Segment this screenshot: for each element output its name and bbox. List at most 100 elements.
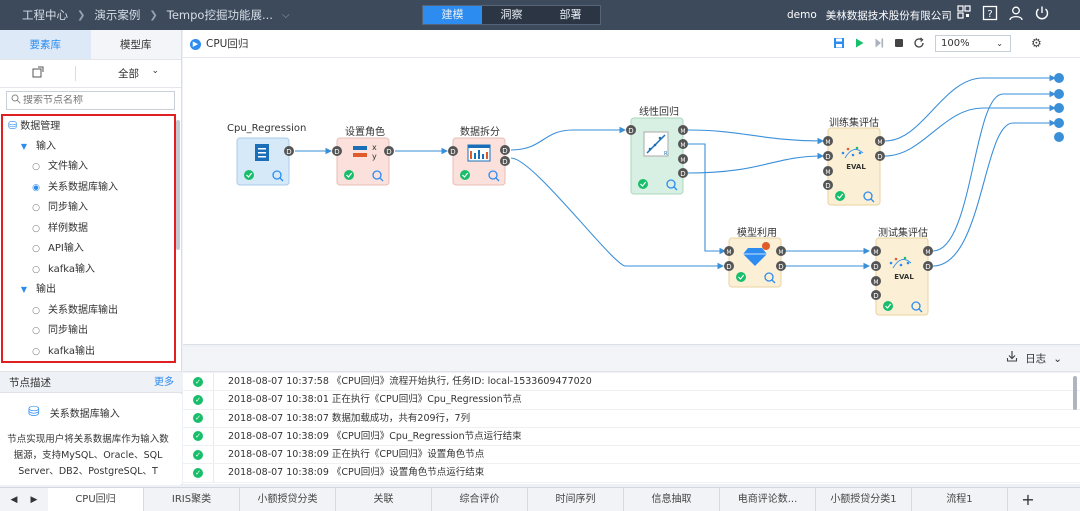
- user-icon[interactable]: [1006, 5, 1026, 25]
- flow-title: ▶ CPU回归: [190, 30, 248, 58]
- svg-text:y: y: [372, 152, 377, 161]
- svg-text:M: M: [877, 139, 882, 146]
- tree-item-kafka-input[interactable]: ○kafka输入: [3, 260, 174, 281]
- zoom-select[interactable]: 100% ⌄: [935, 35, 1011, 52]
- library-filter: 全部 ⌄: [0, 60, 181, 88]
- top-bar: 工程中心 ❯ 演示案例 ❯ Tempo挖掘功能展... ⌵ 建模 洞察 部署 d…: [0, 0, 1080, 30]
- node-label-train-set-eval: 训练集评估: [829, 118, 879, 129]
- svg-text:D: D: [825, 182, 830, 190]
- tree-item-kafka-output[interactable]: ○kafka输出: [3, 342, 174, 362]
- add-tab-plus-icon[interactable]: +: [1021, 490, 1035, 509]
- tree-item-rdb-input[interactable]: ◉关系数据库输入: [3, 178, 174, 199]
- mode-tab-modeling[interactable]: 建模: [423, 6, 482, 24]
- node-linear-regression[interactable]: R D M M M D: [626, 117, 688, 195]
- flow-tab-time-series[interactable]: 时间序列: [528, 488, 624, 511]
- import-icon[interactable]: [0, 66, 76, 81]
- node-train-set-eval[interactable]: EVAL M D M D M D: [823, 127, 885, 206]
- mode-tab-insight[interactable]: 洞察: [500, 8, 523, 21]
- chevron-down-icon[interactable]: ⌄: [1053, 353, 1062, 365]
- qrcode-icon[interactable]: [954, 5, 974, 25]
- svg-text:D: D: [334, 148, 339, 156]
- svg-text:EVAL: EVAL: [846, 163, 866, 171]
- success-check-icon: ✓: [183, 428, 213, 445]
- run-controls: [831, 36, 931, 52]
- tree-item-label: 同步输入: [48, 202, 88, 213]
- power-icon[interactable]: [1032, 5, 1052, 25]
- edge-regression-m-to-train-eval: [687, 129, 825, 145]
- tree-item-sync-input[interactable]: ○同步输入: [3, 198, 174, 219]
- tree-item-label: API输入: [48, 243, 84, 254]
- flow-tab-flow-1[interactable]: 流程1: [912, 488, 1008, 511]
- tab-model-library[interactable]: 模型库: [120, 39, 152, 51]
- library-tabs: 要素库 模型库: [0, 30, 181, 60]
- refresh-icon[interactable]: [911, 37, 927, 52]
- edge-split-to-regression: [510, 126, 627, 151]
- node-data-split[interactable]: D D D: [448, 137, 510, 186]
- radio-icon: ○: [32, 326, 40, 336]
- node-cpu-regression[interactable]: D: [236, 137, 294, 186]
- breadcrumb-item-demo-cases[interactable]: 演示案例: [94, 8, 141, 22]
- flow-tab-cpu-regression[interactable]: CPU回归: [48, 488, 144, 511]
- help-icon[interactable]: ?: [980, 5, 1000, 25]
- tree-item-label: 样例数据: [48, 222, 88, 234]
- tree-item-api-input[interactable]: ○API输入: [3, 239, 174, 260]
- download-icon[interactable]: [1006, 347, 1018, 372]
- node-label-test-set-eval: 测试集评估: [878, 228, 928, 239]
- chevron-right-icon: ❯: [77, 9, 86, 21]
- flow-tab-association[interactable]: 关联: [336, 488, 432, 511]
- top-icons: ?: [954, 5, 1058, 25]
- run-icon[interactable]: [851, 37, 867, 52]
- flow-tab-comprehensive-eval[interactable]: 综合评价: [432, 488, 528, 511]
- breadcrumb-item-project[interactable]: Tempo挖掘功能展...: [166, 8, 273, 22]
- edge-split-to-test-eval-d: [511, 160, 613, 266]
- success-check-icon: ✓: [183, 373, 213, 390]
- category-select[interactable]: 全部 ⌄: [76, 66, 181, 81]
- username[interactable]: demo: [787, 9, 817, 21]
- search-input[interactable]: [23, 95, 163, 106]
- chevron-right-icon: ❯: [149, 9, 158, 21]
- chevron-down-icon[interactable]: ⌵: [281, 9, 290, 21]
- tree-group-input[interactable]: ▼输入: [3, 137, 174, 158]
- node-label-set-role: 设置角色: [345, 127, 385, 138]
- flow-tab-iris-clustering[interactable]: IRIS聚类: [144, 488, 240, 511]
- log-row: ✓2018-08-07 10:38:09 正在执行《CPU回归》设置角色节点: [183, 446, 1080, 465]
- log-scrollbar[interactable]: [1073, 376, 1077, 410]
- settings-gear-icon[interactable]: ⚙: [1031, 36, 1042, 50]
- tree-item-file-input[interactable]: ○文件输入: [3, 157, 174, 178]
- node-model-apply[interactable]: M D M D: [724, 237, 786, 288]
- log-message: 2018-08-07 10:38:09 《CPU回归》Cpu_Regressio…: [213, 427, 522, 446]
- caret-left-icon[interactable]: ◀: [10, 494, 18, 505]
- svg-text:EVAL: EVAL: [894, 273, 914, 281]
- flow-icon: ▶: [190, 38, 201, 50]
- tree-group-output[interactable]: ▼输出: [3, 280, 174, 301]
- tree-item-sample-data[interactable]: ○样例数据: [3, 219, 174, 240]
- tree-scrollbar[interactable]: [176, 120, 180, 250]
- tree-root-data-management[interactable]: ⛁数据管理: [3, 116, 174, 137]
- node-test-set-eval[interactable]: EVAL M D M D M D: [871, 237, 933, 316]
- flow-tab-microloan-classification-1[interactable]: 小额授贷分类1: [816, 488, 912, 511]
- log-message: 2018-08-07 10:38:07 数据加载成功，共有209行，7列: [213, 409, 470, 427]
- node-search-box[interactable]: [6, 91, 175, 110]
- tab-element-library[interactable]: 要素库: [0, 30, 91, 59]
- flow-tab-microloan-classification[interactable]: 小额授贷分类: [240, 488, 336, 511]
- stop-icon[interactable]: [891, 37, 907, 52]
- node-set-role[interactable]: xy D D: [332, 137, 394, 186]
- log-message: 2018-08-07 10:38:01 正在执行《CPU回归》Cpu_Regre…: [213, 391, 522, 409]
- chevron-down-icon: ⌄: [996, 39, 1003, 48]
- edge-train-eval-to-output-1: [884, 74, 1057, 142]
- mode-tab-deploy[interactable]: 部署: [559, 8, 582, 21]
- breadcrumb-item-project-center[interactable]: 工程中心: [22, 8, 68, 22]
- tree-item-rdb-output[interactable]: ○关系数据库输出: [3, 301, 174, 322]
- svg-text:D: D: [502, 147, 507, 155]
- save-icon[interactable]: [831, 37, 847, 52]
- node-label-linear-regression: 线性回归: [639, 107, 679, 118]
- edge-train-eval-to-output-2: [884, 104, 1057, 157]
- caret-right-icon[interactable]: ▶: [30, 494, 38, 505]
- log-row: ✓2018-08-07 10:38:09 《CPU回归》设置角色节点运行结束: [183, 464, 1080, 483]
- flow-tab-info-extraction[interactable]: 信息抽取: [624, 488, 720, 511]
- tree-item-sync-output[interactable]: ○同步输出: [3, 321, 174, 342]
- step-icon[interactable]: [871, 37, 887, 52]
- flow-tab-ecommerce-reviews[interactable]: 电商评论数...: [720, 488, 816, 511]
- more-link[interactable]: 更多: [154, 377, 174, 388]
